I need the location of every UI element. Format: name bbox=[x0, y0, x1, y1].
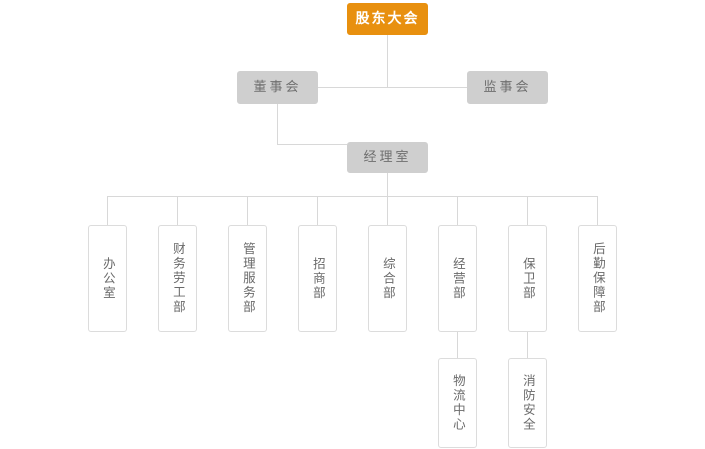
connector-drop-dept-7 bbox=[527, 196, 528, 225]
node-label: 董事会 bbox=[253, 79, 302, 95]
node-board-of-supervisors[interactable]: 监事会 bbox=[467, 71, 548, 104]
node-managers-office[interactable]: 经理室 bbox=[347, 142, 428, 173]
connector-level2-bus bbox=[318, 87, 468, 88]
node-department-6[interactable]: 经营部 bbox=[438, 225, 477, 332]
node-department-4[interactable]: 招商部 bbox=[298, 225, 337, 332]
connector-manager-down bbox=[387, 173, 388, 196]
node-subdepartment-1[interactable]: 物流中心 bbox=[438, 358, 477, 448]
node-label: 综合部 bbox=[380, 256, 396, 301]
node-label: 股东大会 bbox=[355, 10, 420, 27]
node-label: 经理室 bbox=[363, 149, 412, 165]
node-subdepartment-2[interactable]: 消防安全 bbox=[508, 358, 547, 448]
connector-drop-dept-1 bbox=[107, 196, 108, 225]
connector-board-to-manager bbox=[277, 144, 347, 145]
node-label: 管理服务部 bbox=[240, 242, 256, 315]
connector-drop-dept-3 bbox=[247, 196, 248, 225]
connector-drop-dept-6 bbox=[457, 196, 458, 225]
connector-drop-dept-8 bbox=[597, 196, 598, 225]
node-department-3[interactable]: 管理服务部 bbox=[228, 225, 267, 332]
connector-drop-dept-4 bbox=[317, 196, 318, 225]
connector-drop-dept-5 bbox=[387, 196, 388, 225]
connector-board-down bbox=[277, 104, 278, 145]
node-label: 物流中心 bbox=[450, 374, 466, 432]
node-department-7[interactable]: 保卫部 bbox=[508, 225, 547, 332]
connector-drop-subdept-2 bbox=[527, 332, 528, 358]
connector-root-down bbox=[387, 35, 388, 87]
node-department-8[interactable]: 后勤保障部 bbox=[578, 225, 617, 332]
node-shareholders-meeting[interactable]: 股东大会 bbox=[347, 3, 428, 35]
node-department-2[interactable]: 财务劳工部 bbox=[158, 225, 197, 332]
connector-drop-subdept-1 bbox=[457, 332, 458, 358]
node-board-of-directors[interactable]: 董事会 bbox=[237, 71, 318, 104]
connector-drop-dept-2 bbox=[177, 196, 178, 225]
node-label: 经营部 bbox=[450, 256, 466, 301]
node-department-5[interactable]: 综合部 bbox=[368, 225, 407, 332]
node-label: 招商部 bbox=[310, 256, 326, 301]
node-label: 保卫部 bbox=[520, 256, 536, 301]
node-label: 消防安全 bbox=[520, 374, 536, 432]
node-label: 监事会 bbox=[483, 79, 532, 95]
node-label: 财务劳工部 bbox=[170, 242, 186, 315]
connector-department-bus bbox=[107, 196, 597, 197]
node-department-1[interactable]: 办公室 bbox=[88, 225, 127, 332]
node-label: 后勤保障部 bbox=[590, 242, 606, 315]
node-label: 办公室 bbox=[100, 256, 116, 301]
